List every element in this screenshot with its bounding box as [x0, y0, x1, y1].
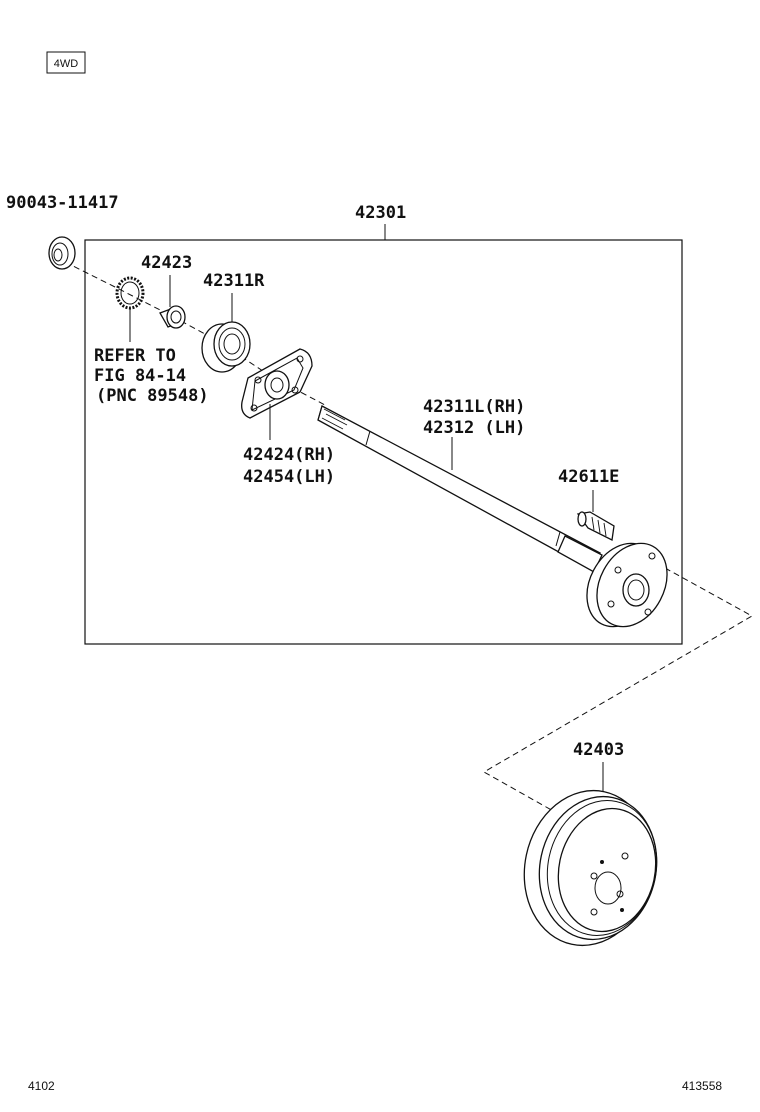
footer-figure-id: 413558: [682, 1079, 722, 1093]
label-backing-plate-lh: 42454(LH): [243, 467, 335, 487]
assembly-centerline: [64, 261, 326, 406]
snap-ring-icon: [115, 276, 145, 310]
label-axle-assembly: 42301: [355, 203, 406, 223]
axle-shaft-icon: [317, 405, 603, 573]
footer-page-code: 4102: [28, 1079, 55, 1093]
label-bearing-retainer: 42423: [141, 253, 192, 273]
label-oil-seal: 90043-11417: [6, 193, 119, 213]
badge-4wd: 4WD: [46, 51, 86, 74]
hub-bolt-icon: [576, 511, 615, 541]
bearing-icon: [201, 321, 251, 373]
label-axle-shaft-lh: 42312 (LH): [423, 418, 525, 438]
badge-text: 4WD: [54, 58, 79, 70]
label-refer-line-2: FIG 84-14: [94, 366, 186, 386]
axle-flange-icon: [586, 542, 668, 628]
label-refer-line-3: (PNC 89548): [96, 386, 209, 406]
label-refer-line-1: REFER TO: [94, 346, 176, 366]
label-brake-drum: 42403: [573, 740, 624, 760]
label-bearing: 42311R: [203, 271, 265, 291]
bearing-retainer-icon: [159, 305, 186, 329]
label-backing-plate-rh: 42424(RH): [243, 445, 335, 465]
backing-plate-icon: [241, 348, 313, 419]
oil-seal-icon: [48, 236, 76, 270]
label-hub-bolt: 42611E: [558, 467, 619, 487]
label-axle-shaft-rh: 42311L(RH): [423, 397, 525, 417]
assembly-frame: [84, 239, 683, 645]
drum-guide-lines: [482, 567, 754, 813]
brake-drum-icon: [523, 789, 658, 947]
